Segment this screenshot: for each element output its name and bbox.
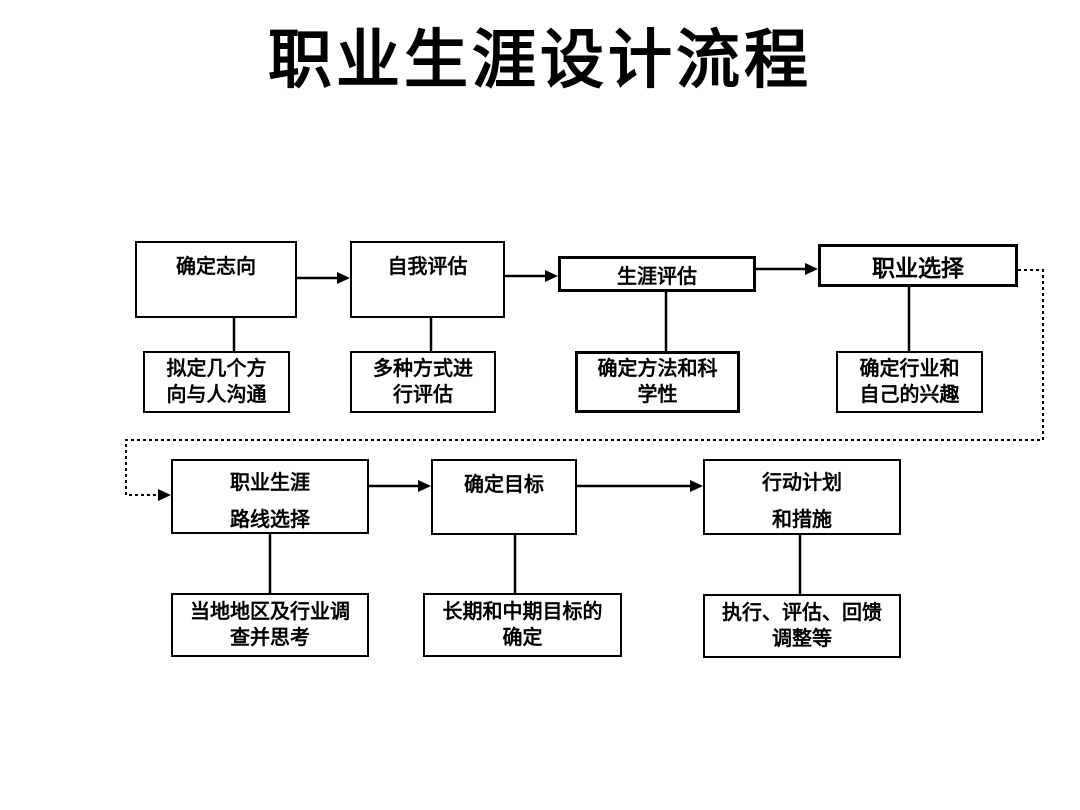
- node-action-plan: 行动计划 和措施: [703, 459, 901, 535]
- arrowhead-4: [418, 480, 431, 492]
- node-career-path-selection: 职业生涯 路线选择: [171, 459, 369, 534]
- note-career-path-selection: 当地地区及行业调 查并思考: [171, 593, 369, 657]
- arrowhead-1: [337, 272, 350, 284]
- node-set-goals: 确定目标: [431, 459, 577, 535]
- arrowhead-3: [805, 263, 818, 275]
- page-title: 职业生涯设计流程: [268, 25, 812, 96]
- note-career-evaluation: 确定方法和科 学性: [575, 351, 740, 413]
- dotted-route-career-choice-to-path-selection: [125, 269, 1044, 496]
- note-set-goals: 长期和中期目标的 确定: [423, 593, 622, 657]
- arrowhead-5: [690, 480, 703, 492]
- node-career-evaluation: 生涯评估: [558, 256, 756, 292]
- note-self-evaluation: 多种方式进 行评估: [350, 351, 496, 413]
- note-determine-aspiration: 拟定几个方 向与人沟通: [143, 351, 290, 413]
- node-career-selection: 职业选择: [818, 244, 1018, 287]
- note-career-selection: 确定行业和 自己的兴趣: [836, 351, 983, 413]
- arrowhead-2: [545, 270, 558, 282]
- node-self-evaluation: 自我评估: [350, 241, 505, 318]
- note-action-plan: 执行、评估、回馈 调整等: [703, 594, 901, 658]
- dotted-route-arrowhead: [158, 489, 171, 501]
- node-determine-aspiration: 确定志向: [135, 241, 297, 318]
